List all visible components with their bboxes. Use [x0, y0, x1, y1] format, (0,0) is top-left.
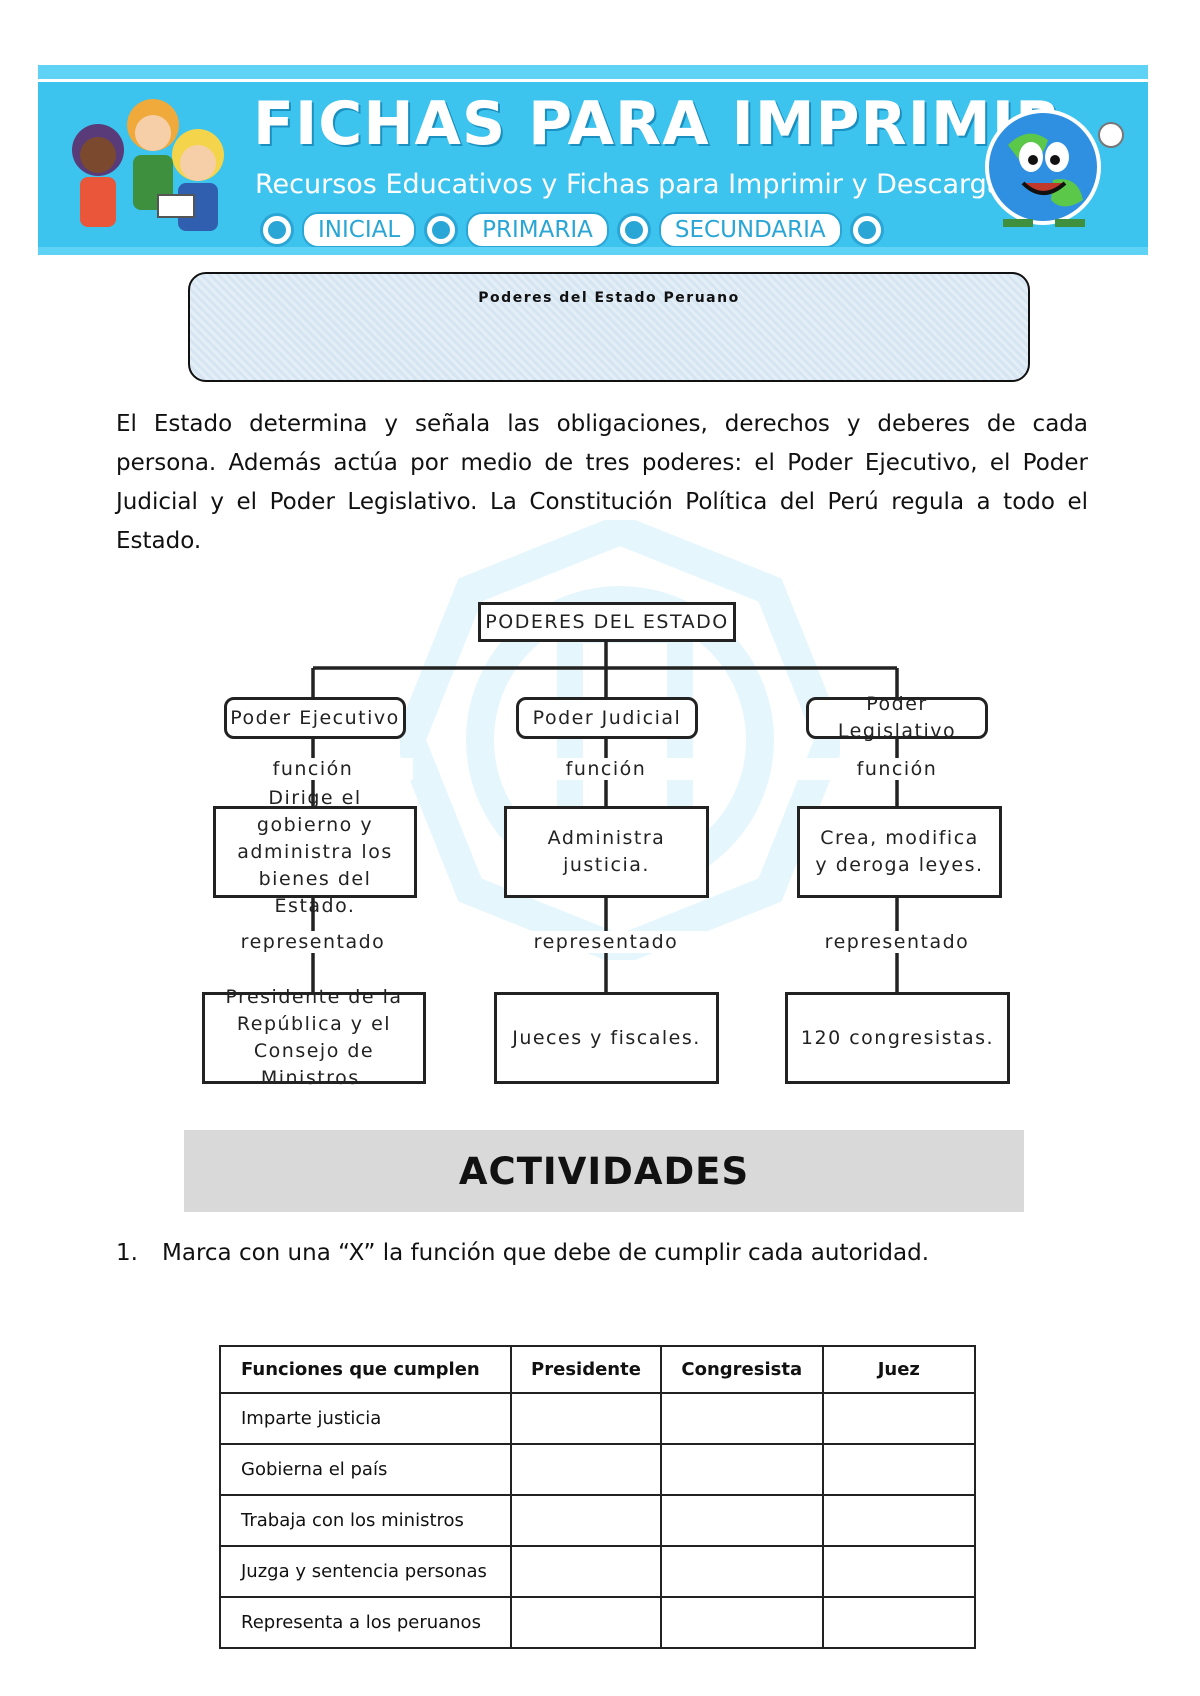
table-header-president: Presidente — [510, 1345, 662, 1394]
branch-ejecutivo-node: Poder Ejecutivo — [224, 697, 406, 739]
answer-cell-president[interactable] — [510, 1392, 662, 1445]
row-function-label: Juzga y sentencia personas — [218, 1545, 513, 1598]
ejecutivo-function-box: Dirige el gobierno y administra los bien… — [213, 787, 417, 917]
row-function-label: Trabaja con los ministros — [218, 1494, 513, 1547]
judicial-representative-box: Jueces y fiscales. — [494, 992, 719, 1084]
answer-cell-congressman[interactable] — [659, 1494, 824, 1547]
answer-cell-judge[interactable] — [821, 1443, 977, 1496]
judicial-function-box: Administra justicia. — [504, 806, 709, 898]
banner-top-stripe — [38, 65, 1148, 82]
answer-cell-president[interactable] — [510, 1443, 662, 1496]
answer-cell-congressman[interactable] — [659, 1443, 824, 1496]
ejecutivo-function-label: función — [213, 758, 413, 780]
table-row: Trabaja con los ministros — [218, 1494, 977, 1547]
title-box: Poderes del Estado Peruano — [188, 272, 1030, 382]
answer-cell-judge[interactable] — [821, 1392, 977, 1445]
judicial-function-label: función — [506, 758, 706, 780]
nav-bullet-icon — [260, 213, 294, 247]
answer-cell-judge[interactable] — [821, 1494, 977, 1547]
children-mascot-icon — [72, 99, 224, 231]
row-function-label: Gobierna el país — [218, 1443, 513, 1496]
table-row: Gobierna el país — [218, 1443, 977, 1496]
answer-cell-president[interactable] — [510, 1494, 662, 1547]
answer-cell-judge[interactable] — [821, 1545, 977, 1598]
answer-cell-congressman[interactable] — [659, 1596, 824, 1649]
table-header-judge: Juez — [821, 1345, 977, 1394]
branch-legislativo-node: Poder Legislativo — [806, 693, 988, 742]
activities-heading: ACTIVIDADES — [184, 1130, 1024, 1212]
question-number: 1. — [116, 1240, 138, 1266]
functions-table: Funciones que cumplen Presidente Congres… — [218, 1345, 977, 1649]
branch-judicial-node: Poder Judicial — [516, 697, 698, 739]
nav-bullet-icon — [849, 213, 884, 247]
brand-subtitle: Recursos Educativos y Fichas para Imprim… — [255, 169, 1015, 200]
root-node: PODERES DEL ESTADO — [478, 602, 736, 642]
question-text: Marca con una “X” la función que debe de… — [162, 1240, 930, 1266]
table-row: Imparte justicia — [218, 1392, 977, 1445]
row-function-label: Imparte justicia — [218, 1392, 513, 1445]
intro-paragraph: El Estado determina y señala las obligac… — [116, 411, 1088, 554]
banner-bottom-stripe — [38, 247, 1148, 255]
nav-bullet-icon — [616, 213, 651, 247]
table-header-row: Funciones que cumplen Presidente Congres… — [218, 1345, 977, 1394]
header-banner: FICHAS PARA IMPRIMIR Recursos Educativos… — [38, 65, 1148, 255]
globe-mascot-icon — [985, 109, 1124, 227]
legislativo-function-box: Crea, modifica y deroga leyes. — [797, 806, 1002, 898]
row-function-label: Representa a los peruanos — [218, 1596, 513, 1649]
table-row: Juzga y sentencia personas — [218, 1545, 977, 1598]
answer-cell-president[interactable] — [510, 1596, 662, 1649]
ejecutivo-representative-box: Presidente de la República y el Consejo … — [202, 986, 426, 1089]
legislativo-representative-box: 120 congresistas. — [785, 992, 1010, 1084]
answer-cell-congressman[interactable] — [659, 1392, 824, 1445]
nav-secundaria-button[interactable]: SECUNDARIA — [658, 212, 842, 248]
question-1: 1. Marca con una “X” la función que debe … — [116, 1240, 929, 1266]
answer-cell-congressman[interactable] — [659, 1545, 824, 1598]
answer-cell-judge[interactable] — [821, 1596, 977, 1649]
table-header-congressman: Congresista — [659, 1345, 824, 1394]
page-title: Poderes del Estado Peruano — [478, 290, 740, 306]
judicial-represented-label: representado — [506, 931, 706, 953]
nav-bullet-icon — [424, 213, 459, 247]
ejecutivo-represented-label: representado — [213, 931, 413, 953]
legislativo-function-label: función — [797, 758, 997, 780]
brand-title: FICHAS PARA IMPRIMIR — [253, 89, 1063, 159]
answer-cell-president[interactable] — [510, 1545, 662, 1598]
legislativo-represented-label: representado — [797, 931, 997, 953]
table-header-functions: Funciones que cumplen — [218, 1345, 513, 1394]
table-row: Representa a los peruanos — [218, 1596, 977, 1649]
